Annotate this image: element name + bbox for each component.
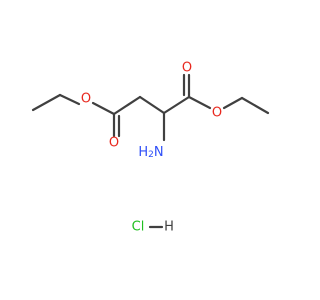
bond-o-carbonyl-left bbox=[91, 101, 116, 116]
bond-group bbox=[31, 73, 270, 142]
bond-carbonyl-o-right bbox=[187, 95, 212, 110]
chemical-structure-canvas: O O O O H2N Cl H bbox=[31, 61, 270, 235]
bond-carbonyl-ch2 bbox=[112, 95, 142, 116]
hcl-salt: Cl H bbox=[132, 220, 174, 235]
atom-hydrogen: H bbox=[164, 220, 174, 235]
amine-n-label: N bbox=[154, 145, 164, 160]
bond-ch3-ch2-left bbox=[31, 93, 62, 112]
atom-nitrogen-amine: H2N bbox=[138, 145, 163, 161]
atom-oxygen-left-carbonyl: O bbox=[109, 136, 119, 151]
amine-h-subscript: 2 bbox=[148, 150, 154, 160]
atom-oxygen-left-ether: O bbox=[81, 92, 91, 107]
atom-chlorine: Cl bbox=[132, 220, 145, 235]
bond-o-ch2-right bbox=[222, 96, 244, 110]
bond-chiral-carbonyl-right bbox=[162, 95, 191, 115]
atom-oxygen-right-ether: O bbox=[212, 106, 222, 121]
atom-labels: O O O O H2N bbox=[81, 61, 222, 161]
amine-h-label: H bbox=[138, 145, 148, 160]
bond-ch2-chiral bbox=[138, 95, 166, 115]
bond-ch2-o-left bbox=[58, 93, 81, 106]
bond-ch2-ch3-right bbox=[240, 96, 270, 115]
atom-oxygen-right-carbonyl: O bbox=[182, 61, 192, 76]
